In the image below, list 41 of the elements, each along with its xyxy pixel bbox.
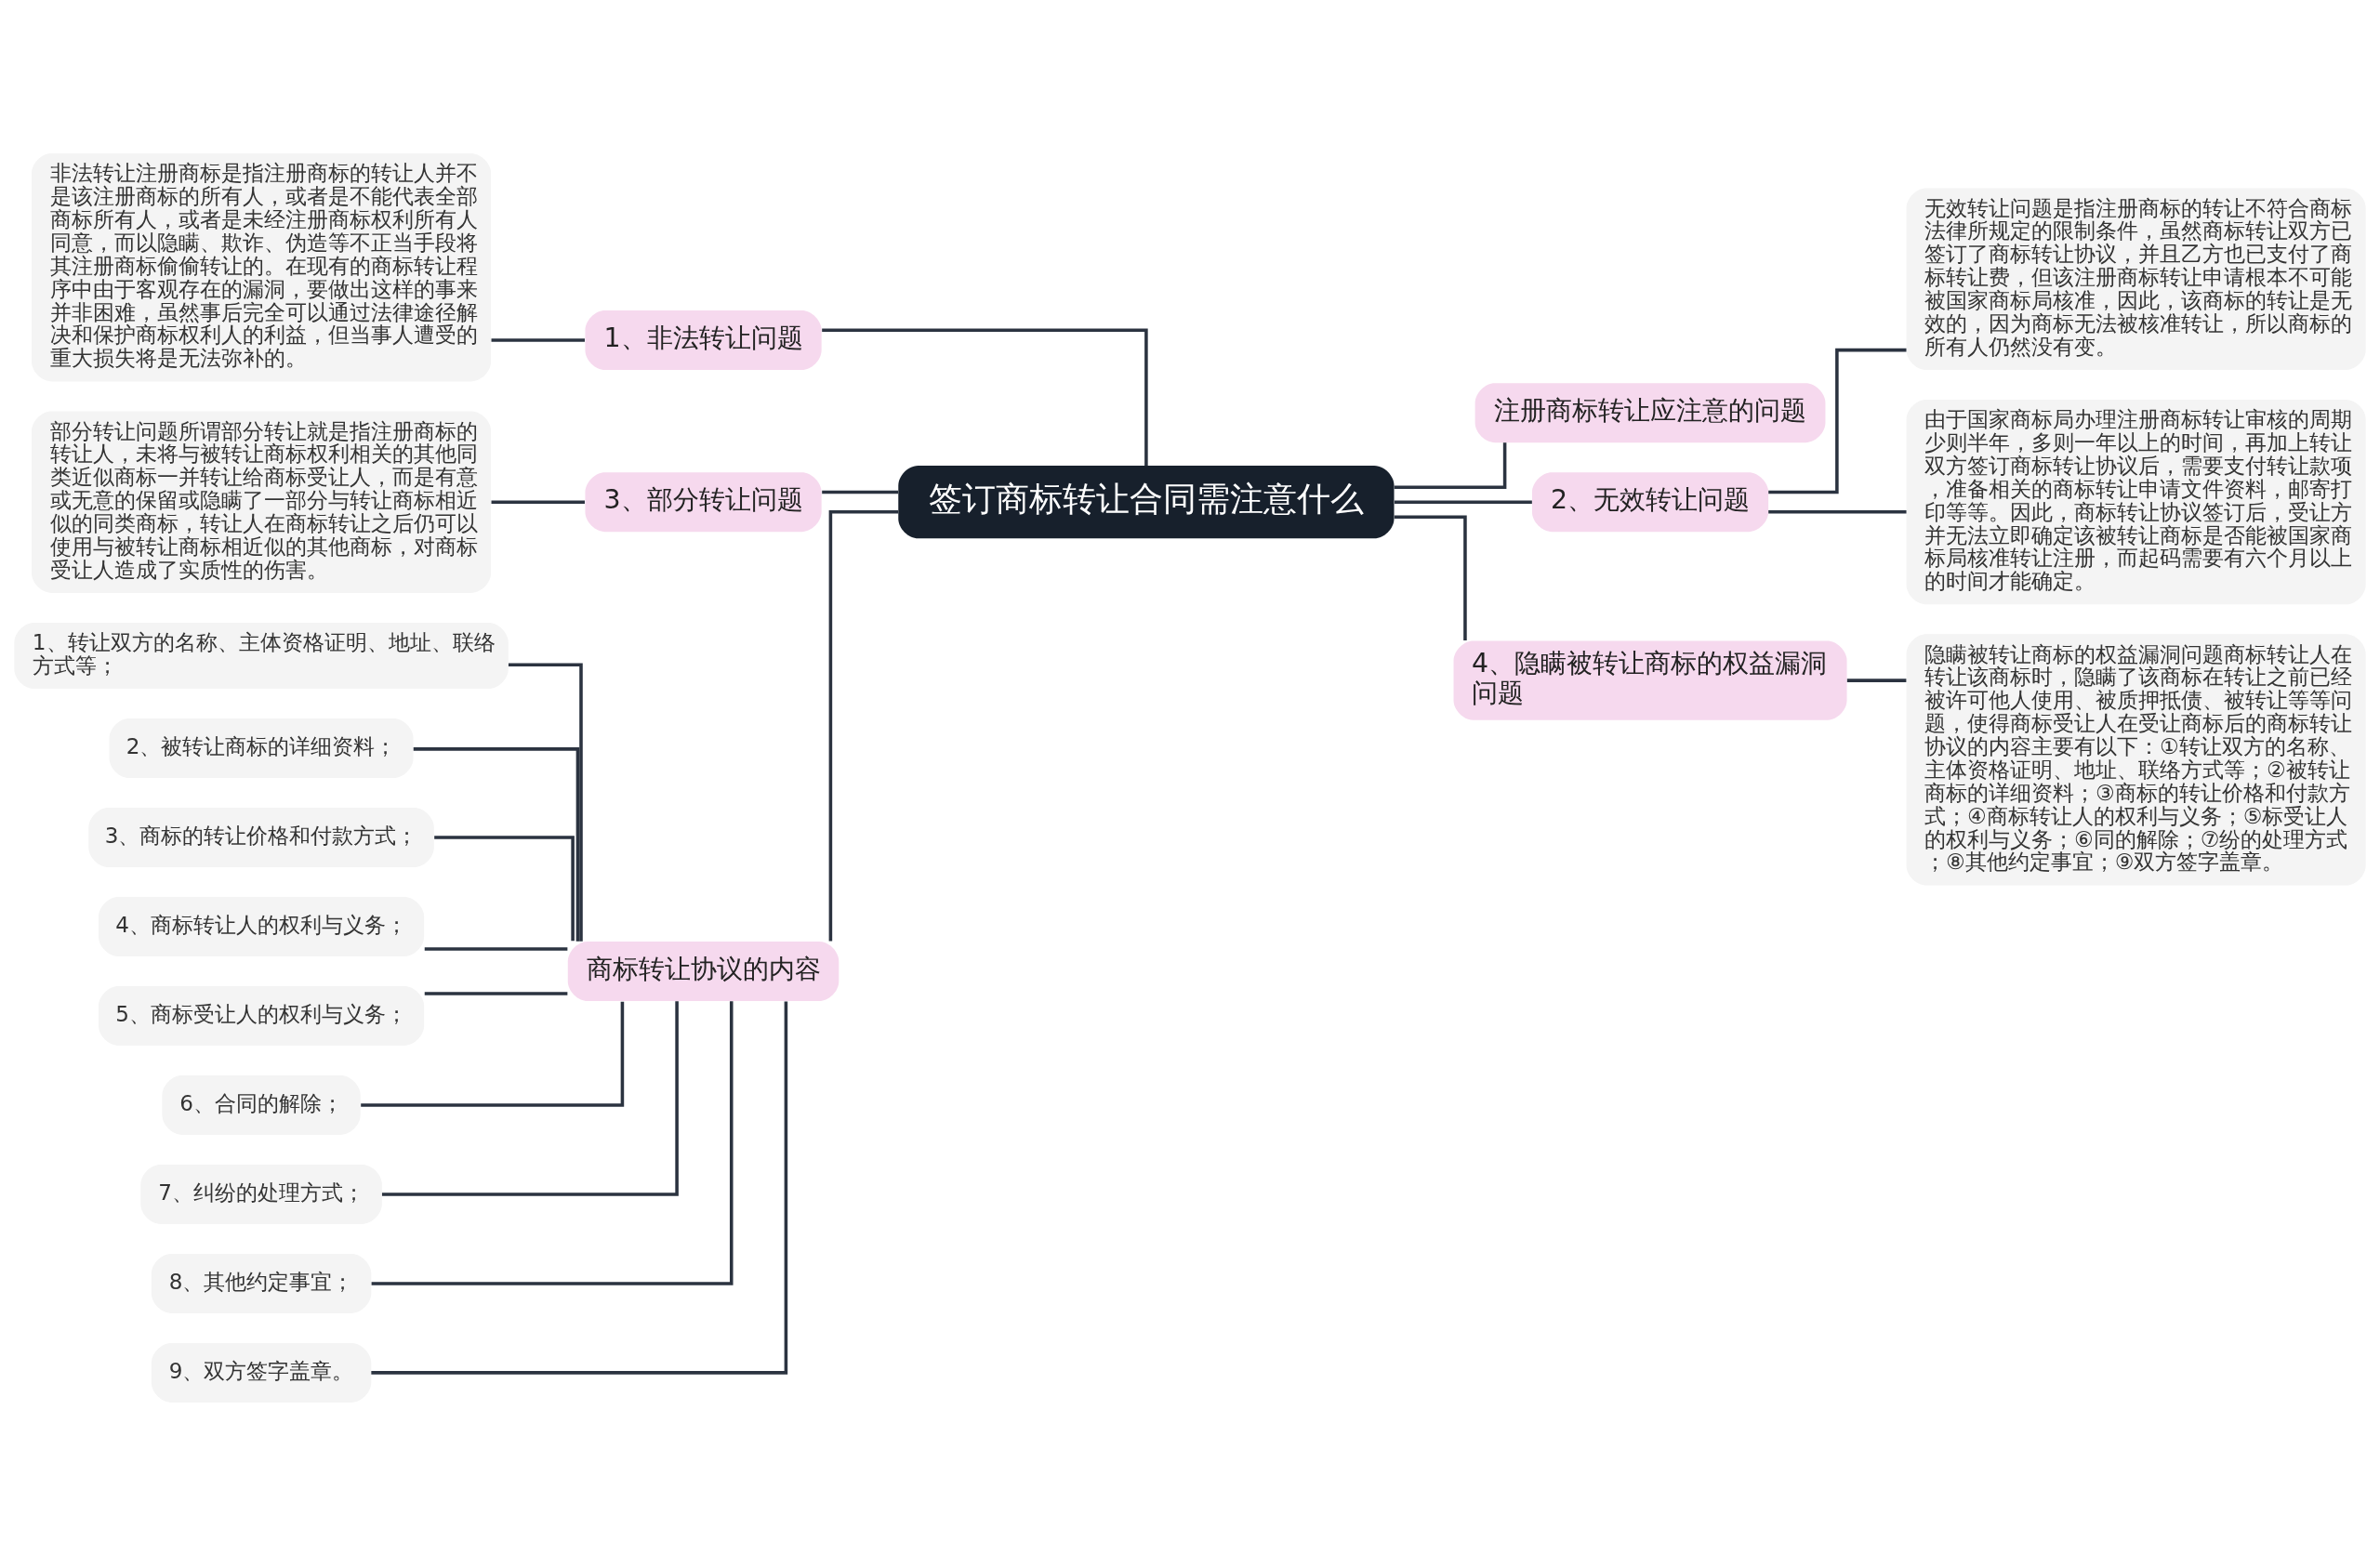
- connector: [491, 337, 585, 342]
- node-box: 3、商标的转让价格和付款方式；: [88, 807, 434, 867]
- connector: [381, 1000, 679, 1196]
- connector: [508, 662, 583, 942]
- node-box: 非法转让注册商标是指注册商标的转让人并不是该注册商标的所有人，或者是不能代表全部商标所有人，或者是未经注册商标权利所有人同意，而以隐瞒、欺诈、伪造等不正当手段将其注册商标偷偷转让的。在现有的商标转让程序中由于客观存在的漏洞，要做出这样的事来并非困难，虽然事后完全可以通过法律途径解决和保护商标权利人的利益，但当事人遭受的重大损失将是无法弥补的。: [32, 152, 492, 381]
- node-box: 由于国家商标局办理注册商标转让审核的周期少则半年，多则一年以上的时间，再加上转让双方签订商标转让协议后，需要支付转让款项，准备相关的商标转让申请文件资料，邮寄打印等等。因此，商标转让协议签订后，受让方并无法立即确定该被转让商标是否能被国家商标局核准转让注册，而起码需要有六个月以上的时间才能确定。: [1906, 399, 2366, 604]
- node-box: 6、合同的解除；: [162, 1074, 361, 1135]
- connector: [371, 1000, 734, 1285]
- node-box: 4、隐瞒被转让商标的权益漏洞问题: [1453, 639, 1847, 720]
- node-box: 注册商标转让应注意的问题: [1474, 382, 1826, 442]
- node-box: 隐瞒被转让商标的权益漏洞问题商标转让人在转让该商标时，隐瞒了该商标在转让之前已经被许可他人使用、被质押抵债、被转让等等问题，使得商标受让人在受让商标后的商标转让协议的内容主要有以下：①转让双方的名称、主体资格证明、地址、联络方式等；②被转让商标的详细资料；③商标的转让价格和付款方式；④商标转让人的权利与义务；⑤标受让人的权利与义务；⑥同的解除；⑦纷的处理方式；⑧其他约定事宜；⑨双方签字盖章。: [1906, 633, 2366, 886]
- connector: [1394, 441, 1507, 489]
- node-box: 1、非法转让问题: [585, 310, 822, 370]
- connector: [822, 328, 1148, 466]
- node-box: 4、商标转让人的权利与义务；: [98, 896, 425, 956]
- connector: [822, 490, 898, 494]
- connector: [491, 499, 585, 504]
- connector: [828, 509, 899, 942]
- node-box: 2、被转让商标的详细资料；: [109, 718, 414, 778]
- connector: [371, 1000, 788, 1375]
- connector: [424, 946, 568, 951]
- connector: [1768, 509, 1907, 514]
- node-box: 8、其他约定事宜；: [151, 1253, 372, 1313]
- connector: [413, 746, 580, 942]
- connector: [434, 835, 575, 941]
- node-box: 商标转让协议的内容: [567, 941, 840, 1001]
- node-box: 9、双方签字盖章。: [151, 1342, 372, 1403]
- connector: [1394, 514, 1467, 640]
- node-box: 3、部分转让问题: [585, 471, 822, 532]
- node-box: 签订商标转让合同需注意什么: [898, 465, 1395, 538]
- connector: [1846, 678, 1907, 682]
- connector: [1768, 348, 1907, 494]
- node-box: 1、转让双方的名称、主体资格证明、地址、联络方式等；: [14, 622, 509, 689]
- connector: [1395, 499, 1532, 504]
- node-box: 7、纠纷的处理方式；: [140, 1164, 382, 1224]
- node-box: 部分转让问题所谓部分转让就是指注册商标的转让人，未将与被转让商标权利相关的其他同类近似商标一并转让给商标受让人，而是有意或无意的保留或隐瞒了一部分与转让商标相近似的同类商标，转让人在商标转让之后仍可以使用与被转让商标相近似的其他商标，对商标受让人造成了实质性的伤害。: [32, 410, 492, 593]
- node-box: 5、商标受让人的权利与义务；: [98, 985, 425, 1046]
- node-box: 无效转让问题是指注册商标的转让不符合商标法律所规定的限制条件，虽然商标转让双方已签订了商标转让协议，并且乙方也已支付了商标转让费，但该注册商标转让申请根本不可能被国家商标局核准，因此，该商标的转让是无效的，因为商标无法被核准转让，所以商标的所有人仍然没有变。: [1906, 187, 2366, 370]
- node-box: 2、无效转让问题: [1531, 471, 1769, 532]
- connector: [424, 991, 568, 995]
- connector: [361, 1001, 625, 1107]
